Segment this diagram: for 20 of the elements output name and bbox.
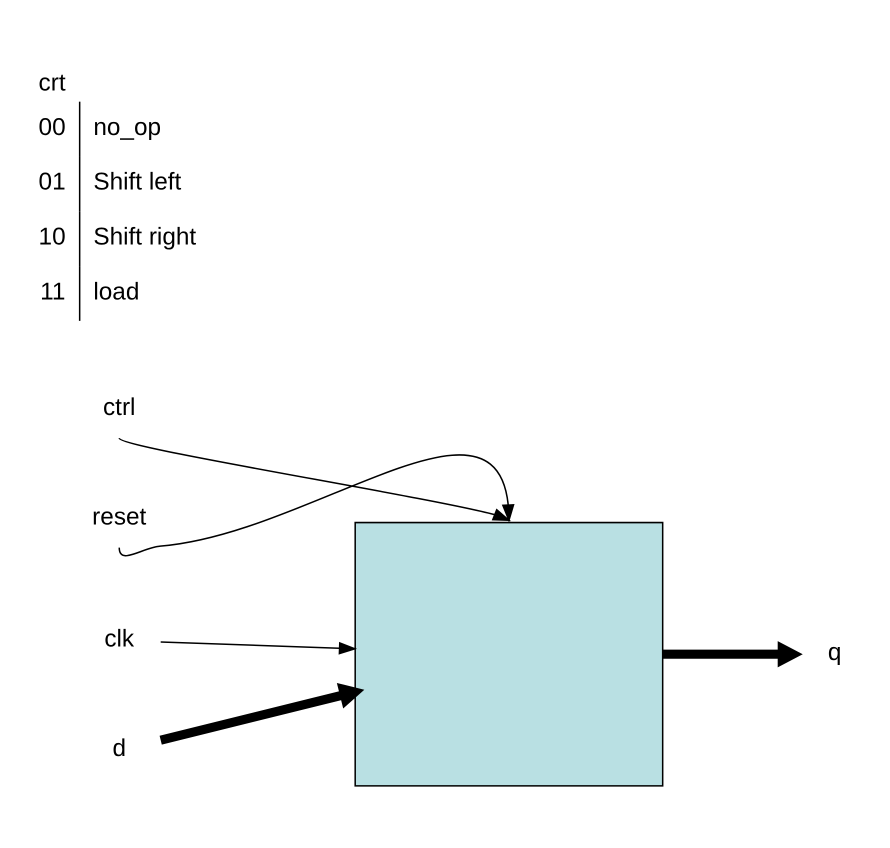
label: 10 bbox=[38, 223, 66, 250]
label: no_op bbox=[93, 114, 162, 141]
arrow bbox=[118, 454, 515, 556]
node-box bbox=[354, 522, 664, 787]
node-text: d bbox=[112, 734, 126, 762]
node-text: reset bbox=[92, 504, 146, 531]
label: 00 bbox=[38, 114, 66, 141]
label: load bbox=[93, 278, 140, 306]
arrow bbox=[160, 641, 358, 655]
label: Shift right bbox=[93, 223, 196, 250]
node-text: ctrl bbox=[103, 394, 136, 421]
arrow bbox=[118, 437, 512, 522]
label: 01 bbox=[38, 168, 66, 196]
arrow bbox=[662, 641, 803, 668]
label: Shift left bbox=[93, 168, 182, 196]
node-text: q bbox=[828, 639, 842, 666]
arrow bbox=[160, 682, 364, 745]
label: 11 bbox=[40, 278, 66, 306]
label: crt bbox=[38, 70, 66, 97]
node-text: clk bbox=[104, 625, 134, 652]
